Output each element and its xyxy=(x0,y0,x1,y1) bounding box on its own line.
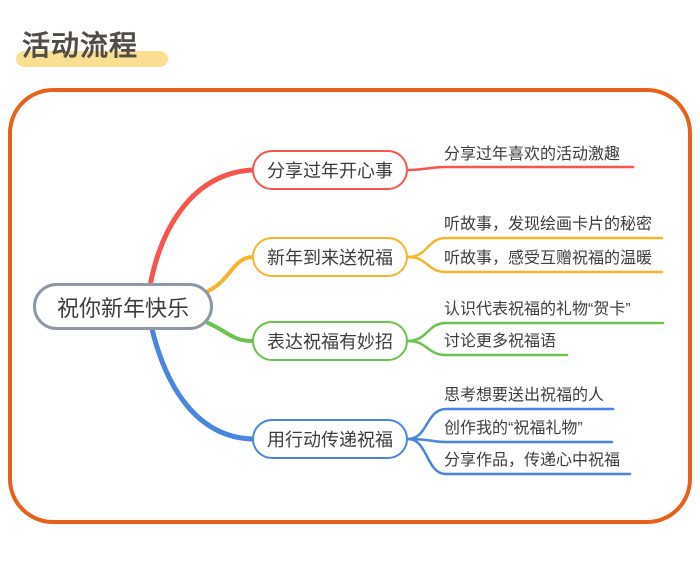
leaf-label-4-2: 创作我的“祝福礼物” xyxy=(444,420,583,437)
leaf-label-3-2: 讨论更多祝福语 xyxy=(444,333,557,350)
page-title: 活动流程 xyxy=(22,30,139,61)
page-title-block: 活动流程 xyxy=(16,24,222,70)
leaf-label-2-1: 听故事，发现绘画卡片的秘密 xyxy=(444,216,653,233)
branch-node-4: 用行动传递祝福 xyxy=(252,419,408,459)
leaf-label-4-1: 思考想要送出祝福的人 xyxy=(444,387,605,404)
branch-node-2: 新年到来送祝福 xyxy=(252,237,408,277)
branch-node-1: 分享过年开心事 xyxy=(252,150,408,190)
leaf-label-4-3: 分享作品，传递心中祝福 xyxy=(444,452,621,469)
leaf-label-2-2: 听故事，感受互赠祝福的温暖 xyxy=(444,250,653,267)
branch-node-3: 表达祝福有妙招 xyxy=(252,321,408,361)
title-highlight-bar xyxy=(16,51,168,67)
root-node: 祝你新年快乐 xyxy=(33,283,213,330)
leaf-label-1-1: 分享过年喜欢的活动激趣 xyxy=(444,146,621,163)
leaf-label-3-1: 认识代表祝福的礼物“贺卡” xyxy=(444,301,631,318)
